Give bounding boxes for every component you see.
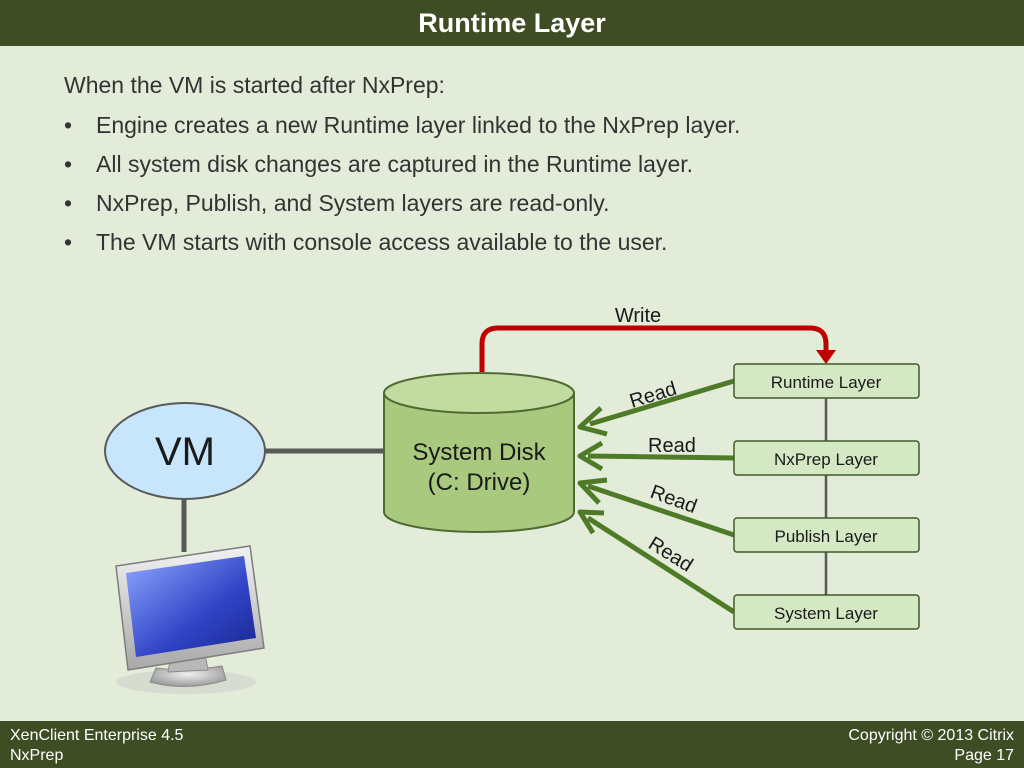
read-label: Read (648, 435, 696, 457)
slide-title: Runtime Layer (418, 7, 606, 38)
vm-label: VM (155, 430, 215, 474)
read-arrow-publish (577, 477, 735, 538)
write-arrow (479, 325, 836, 372)
read-arrow-nxprep (577, 440, 735, 472)
bullet-item: •NxPrep, Publish, and System layers are … (64, 190, 610, 216)
bullet-text: The VM starts with console access availa… (96, 229, 668, 255)
system-disk-cylinder: System Disk (C: Drive) (383, 372, 575, 533)
footer-module: NxPrep (10, 747, 64, 764)
bullet-item: •Engine creates a new Runtime layer link… (64, 112, 741, 138)
bullet-text: All system disk changes are captured in … (96, 151, 694, 177)
layer-label: NxPrep Layer (774, 450, 878, 469)
intro-text: When the VM is started after NxPrep: (64, 72, 445, 98)
layer-box-system: System Layer (733, 594, 920, 630)
layer-label: Runtime Layer (771, 373, 882, 392)
disk-label-line1: System Disk (412, 439, 546, 466)
write-label: Write (615, 305, 661, 327)
layer-label: System Layer (774, 604, 878, 623)
layer-box-publish: Publish Layer (733, 517, 920, 553)
vm-node: VM (104, 402, 266, 500)
bullet-list: •Engine creates a new Runtime layer link… (64, 112, 964, 256)
monitor-icon (115, 545, 265, 694)
footer-left: XenClient Enterprise 4.5 NxPrep (10, 726, 183, 766)
bullet-text: Engine creates a new Runtime layer linke… (96, 112, 741, 138)
layer-box-nxprep: NxPrep Layer (733, 440, 920, 476)
read-arrow-runtime (577, 378, 735, 437)
layer-label: Publish Layer (774, 527, 877, 546)
disk-label-line2: (C: Drive) (428, 469, 531, 496)
footer-product: XenClient Enterprise 4.5 (10, 727, 184, 744)
read-arrow-system (577, 509, 736, 615)
footer-page-number: Page 17 (954, 747, 1014, 764)
bullet-text: NxPrep, Publish, and System layers are r… (96, 190, 610, 216)
bullet-item: •The VM starts with console access avail… (64, 229, 668, 255)
layer-box-runtime: Runtime Layer (733, 363, 920, 399)
slide-title-bar: Runtime Layer (0, 0, 1024, 46)
footer-copyright: Copyright © 2013 Citrix (848, 727, 1014, 744)
footer-right: Copyright © 2013 Citrix Page 17 (848, 726, 1014, 766)
bullet-item: •All system disk changes are captured in… (64, 151, 694, 177)
bullet-section: When the VM is started after NxPrep: •En… (64, 72, 964, 268)
slide-footer: XenClient Enterprise 4.5 NxPrep Copyrigh… (0, 721, 1024, 768)
